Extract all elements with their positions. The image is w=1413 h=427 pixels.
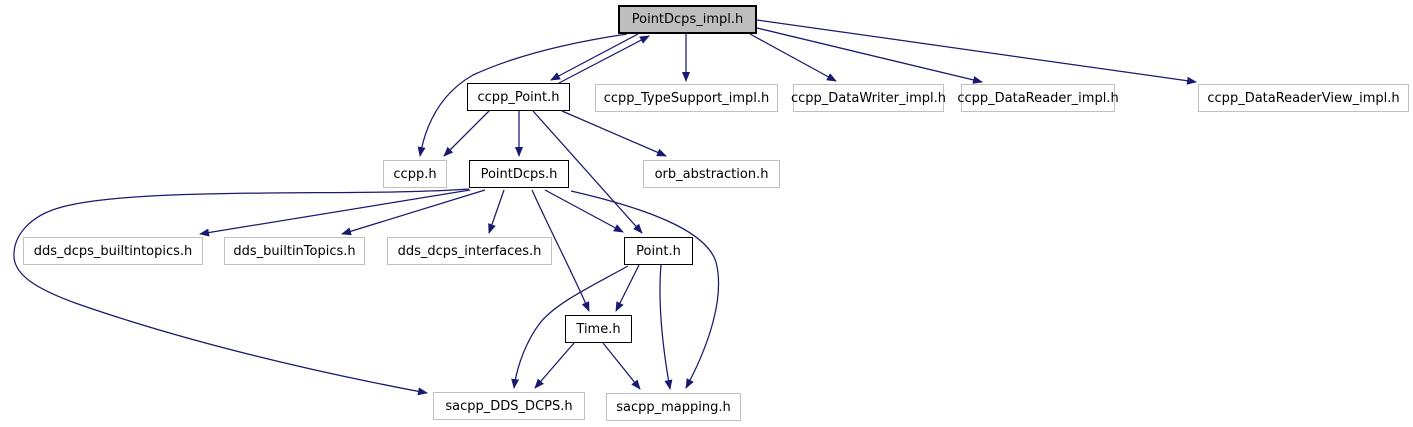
edge-ccpp-point-h-to-pointdcps-impl-h <box>558 35 650 84</box>
graph-node-ccpp-datareaderview-impl-h: ccpp_DataReaderView_impl.h <box>1198 84 1409 112</box>
edge-pointdcps-h-to-dds-dcps-interfaces-h <box>488 189 505 234</box>
edge-point-h-to-sacpp-mapping-h <box>659 264 673 390</box>
edge-ccpp-point-h-to-orb-abstraction-h <box>561 110 667 157</box>
graph-node-ccpp-datareader-impl-h: ccpp_DataReader_impl.h <box>957 84 1119 112</box>
graph-node-dds-builtintopics-h: dds_builtinTopics.h <box>224 237 365 265</box>
edge-time-h-to-sacpp-mapping-h <box>602 342 641 390</box>
edge-time-h-to-sacpp-dds-dcps-h <box>534 342 575 389</box>
graph-node-dds-dcps-interfaces-h: dds_dcps_interfaces.h <box>387 237 552 265</box>
graph-node-pointdcps-h[interactable]: PointDcps.h <box>469 160 569 188</box>
graph-node-sacpp-mapping-h: sacpp_mapping.h <box>606 393 741 421</box>
edge-pointdcps-impl-h-to-ccpp-datareader-impl-h <box>756 27 983 84</box>
edge-pointdcps-h-to-point-h <box>544 189 624 233</box>
edge-pointdcps-h-to-sacpp-dds-dcps-h <box>13 188 470 396</box>
edge-pointdcps-h-to-sacpp-mapping-h <box>570 190 720 389</box>
graph-node-ccpp-datawriter-impl-h: ccpp_DataWriter_impl.h <box>791 84 946 112</box>
graph-node-sacpp-dds-dcps-h: sacpp_DDS_DCPS.h <box>433 392 585 420</box>
edge-pointdcps-impl-h-to-ccpp-datareaderview-impl-h <box>756 19 1197 85</box>
edge-pointdcps-impl-h-to-ccpp-datawriter-impl-h <box>749 33 837 82</box>
graph-node-point-h[interactable]: Point.h <box>624 237 693 265</box>
graph-node-time-h[interactable]: Time.h <box>565 315 632 343</box>
edge-pointdcps-h-to-dds-dcps-builtintopics-h <box>199 189 471 237</box>
graph-node-dds-dcps-builtintopics-h: dds_dcps_builtintopics.h <box>23 237 203 265</box>
edge-pointdcps-impl-h-to-ccpp-point-h <box>550 33 639 81</box>
graph-node-ccpp-point-h[interactable]: ccpp_Point.h <box>467 83 570 111</box>
edge-point-h-to-time-h <box>615 264 640 312</box>
graph-node-orb-abstraction-h: orb_abstraction.h <box>643 160 780 188</box>
edge-ccpp-point-h-to-ccpp-h <box>443 110 490 157</box>
graph-node-ccpp-typesupport-impl-h: ccpp_TypeSupport_impl.h <box>595 84 778 112</box>
edge-pointdcps-h-to-dds-builtintopics-h <box>341 189 486 236</box>
graph-node-pointdcps-impl-h[interactable]: PointDcps_impl.h <box>618 5 757 34</box>
graph-node-ccpp-h: ccpp.h <box>383 160 447 188</box>
